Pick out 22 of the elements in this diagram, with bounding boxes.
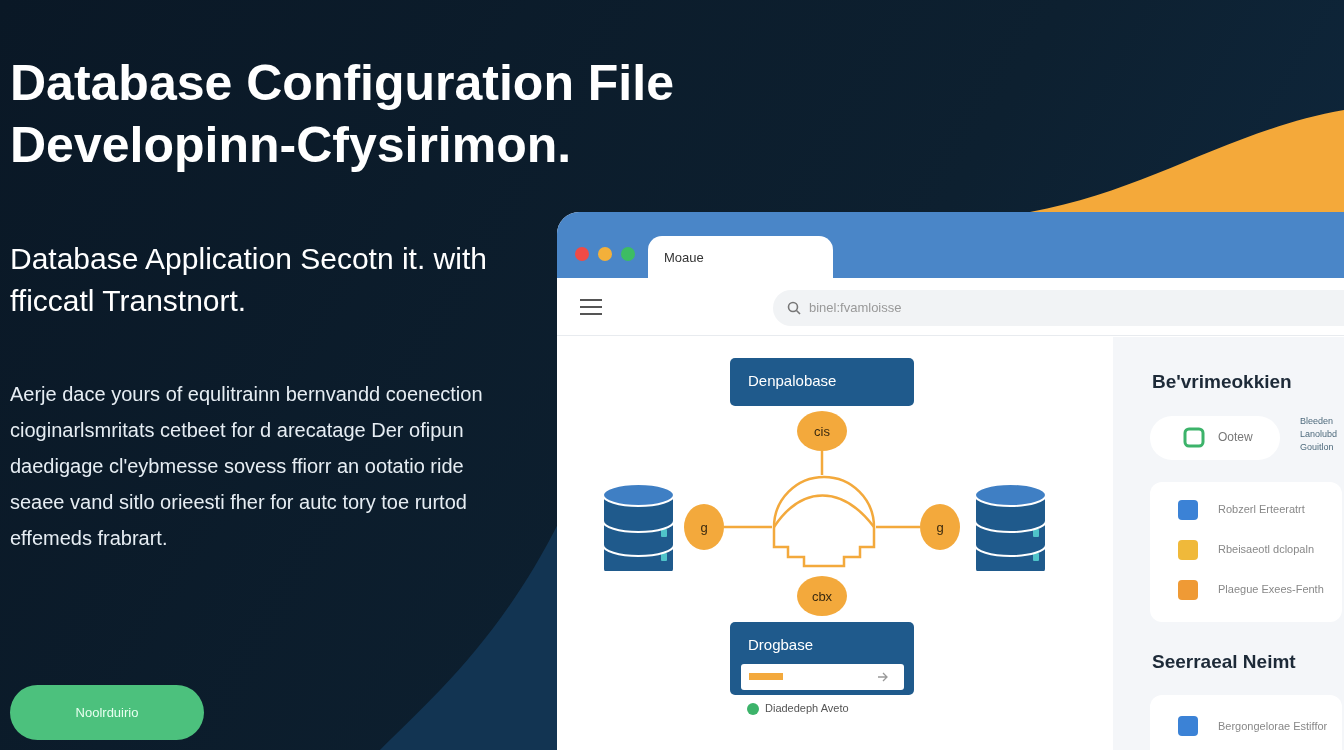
connector-line <box>876 525 920 529</box>
database-cylinder <box>601 483 676 571</box>
status-note: Bleeden Lanolubd Gouitlon <box>1300 415 1339 454</box>
list-item-text: Bergongelorae Estiffor <box>1218 720 1328 732</box>
status-text: Diadedeph Aveto <box>765 702 849 714</box>
list-item-text: Robzerl Erteeratrt <box>1218 503 1305 515</box>
connector-line <box>820 451 824 475</box>
connector-line <box>724 525 772 529</box>
section-heading: Be'vrimeokkien <box>1152 371 1292 393</box>
body-paragraph: Aerje dace yours of equlitrainn bernvandd coenection cioginarlsmritats cetbeet for d arecatage Der ofipun daedigage cl'eybmesse sovess ffiorr an ootatio ride seaee vand sitlo orieesti fher for autc tory toe rurtod effemeds frabrart. <box>10 382 484 551</box>
process-box: Drogbase <box>730 622 914 695</box>
dome-outline <box>772 475 876 568</box>
call-to-action-button: Noolrduirio <box>10 685 204 740</box>
section-heading: Seerraeal Neimt <box>1152 651 1296 673</box>
search-field: binel:fvamloisse <box>773 290 1344 326</box>
status-text: Ootew <box>1218 430 1253 444</box>
database-cylinder <box>973 483 1048 571</box>
list-item-text: Plaegue Exees-Fenth <box>1218 583 1324 595</box>
subtitle: Database Application Secotn it. with fficcatl Transtnort. <box>10 241 488 319</box>
process-box: Denpalobase <box>730 358 914 406</box>
title-heading: Database Configuration File Developinn-Cfysirimon. <box>10 54 675 175</box>
list-item-text: Rbeisaeotl dclopaln <box>1218 543 1314 555</box>
